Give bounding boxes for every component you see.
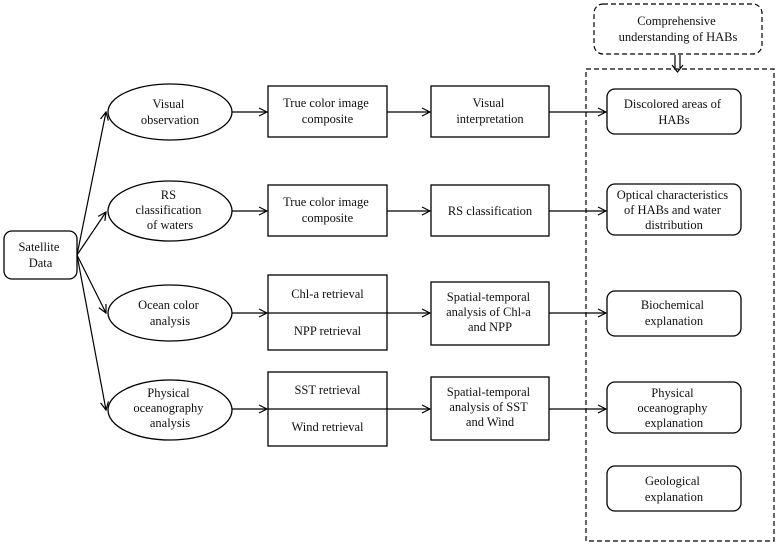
- outcome-label: Geological explanation: [645, 474, 704, 504]
- edge-source-rs: [76, 212, 106, 256]
- npp-retrieval-label: NPP retrieval: [294, 324, 362, 338]
- step2-node-stchl: Spatial-temporal analysis of Chl-a and N…: [430, 281, 550, 346]
- step2-label: RS classification: [448, 204, 533, 218]
- connector-edges: [76, 55, 684, 410]
- outcome-node-optical: Optical characteristics of HABs and wate…: [606, 183, 742, 236]
- outcome-label: Discolored areas of HABs: [624, 97, 724, 127]
- outcome-label: Biochemical explanation: [641, 298, 707, 328]
- step2-label: Spatial-temporal analysis of Chl-a and N…: [446, 290, 534, 334]
- outcome-container: [585, 68, 775, 542]
- step1-label: True color image composite: [283, 195, 372, 225]
- method-label: RS classification of waters: [135, 188, 204, 232]
- step2-node-vi: Visual interpretation: [430, 85, 550, 138]
- source-label: Satellite Data: [18, 240, 62, 270]
- method-node-visual: Visual observation: [107, 83, 233, 141]
- step2-label: Spatial-temporal analysis of SST and Win…: [447, 385, 533, 429]
- edge-source-physical: [76, 254, 106, 410]
- step1-node-tc2: True color image composite: [267, 184, 388, 237]
- method-node-rs: RS classification of waters: [107, 180, 233, 242]
- outcome-node-discolored: Discolored areas of HABs: [606, 88, 742, 135]
- outcome-node-geo: Geological explanation: [606, 465, 742, 512]
- summary-label: Comprehensive understanding of HABs: [619, 14, 738, 44]
- method-label: Physical oceanography analysis: [133, 386, 206, 430]
- method-node-physical: Physical oceanography analysis: [107, 379, 233, 441]
- method-label: Ocean color analysis: [138, 298, 202, 328]
- outcome-label: Optical characteristics of HABs and wate…: [617, 188, 732, 232]
- step1-node-tc1: True color image composite: [267, 85, 388, 138]
- method-label: Visual observation: [141, 97, 200, 127]
- summary-line-2: understanding of HABs: [619, 30, 738, 44]
- step2-label: Visual interpretation: [456, 96, 524, 126]
- source-line-2: Data: [29, 256, 53, 270]
- outcome-node-physexp: Physical oceanography explanation: [606, 381, 742, 434]
- double-arrow-icon: [671, 55, 684, 73]
- method-node-ocean: Ocean color analysis: [107, 284, 233, 342]
- step2-node-stsst: Spatial-temporal analysis of SST and Win…: [430, 376, 550, 441]
- outcome-node-biochem: Biochemical explanation: [606, 290, 742, 337]
- summary-line-1: Comprehensive: [637, 14, 716, 28]
- edge-source-ocean: [76, 254, 106, 313]
- chl-retrieval-label: Chl-a retrieval: [291, 287, 364, 301]
- step2-node-rsc: RS classification: [430, 184, 550, 237]
- step1-label: True color image composite: [283, 96, 372, 126]
- summary-node: Comprehensive understanding of HABs: [593, 3, 763, 55]
- source-line-1: Satellite: [18, 240, 59, 254]
- sst-retrieval-label: SST retrieval: [294, 383, 361, 397]
- step1-node-ocean-group: Chl-a retrieval NPP retrieval: [267, 274, 388, 351]
- step1-node-physical-group: SST retrieval Wind retrieval: [267, 371, 388, 447]
- wind-retrieval-label: Wind retrieval: [291, 420, 364, 434]
- source-node: Satellite Data: [3, 230, 78, 280]
- edge-source-visual: [76, 112, 106, 256]
- outcome-label: Physical oceanography explanation: [637, 386, 710, 430]
